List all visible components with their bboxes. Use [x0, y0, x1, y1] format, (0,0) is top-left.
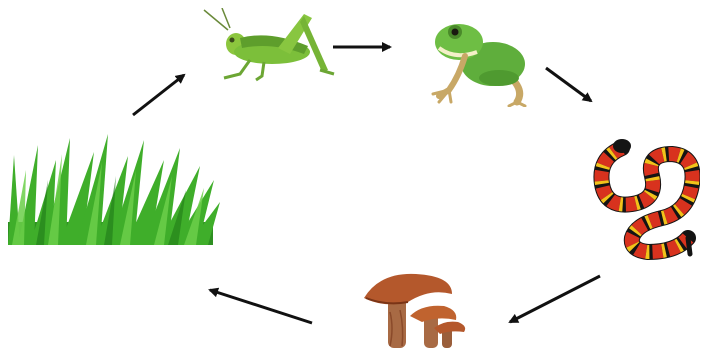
arrow-grass-to-grasshopper — [133, 75, 184, 115]
arrow-mushroom-to-grass — [210, 290, 312, 323]
grass-icon — [8, 130, 220, 245]
coral-snake-icon — [592, 128, 700, 260]
arrow-frog-to-snake — [546, 68, 591, 101]
arrow-snake-to-mushroom — [510, 276, 600, 322]
frog-icon — [425, 12, 535, 107]
mushroom-icon — [360, 268, 472, 348]
grasshopper-icon — [200, 8, 338, 83]
